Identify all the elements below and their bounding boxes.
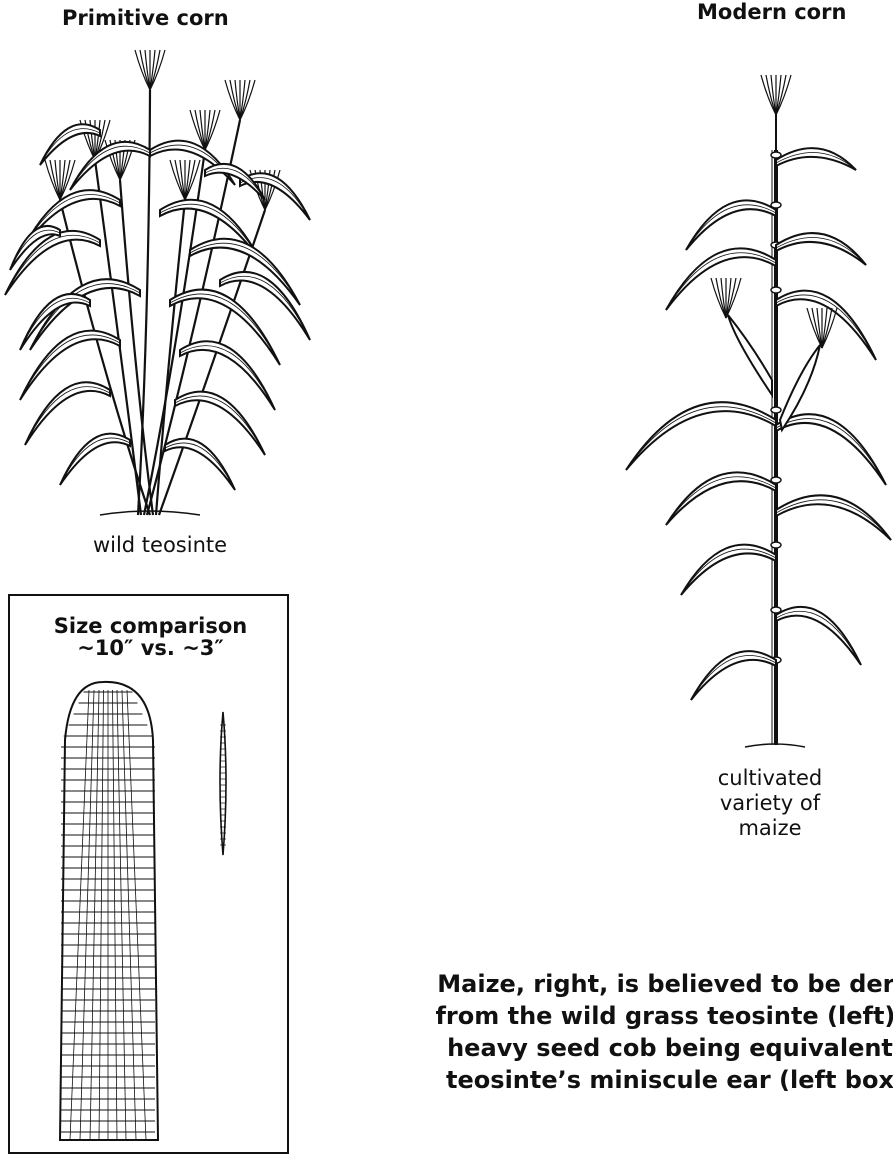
explanation-line-3: heavy seed cob being equivalent bbox=[370, 1032, 893, 1064]
teosinte-ear bbox=[220, 712, 226, 855]
explanation-text: Maize, right, is believed to be deri fro… bbox=[370, 968, 893, 1096]
explanation-line-4: teosinte’s miniscule ear (left box bbox=[370, 1064, 893, 1096]
explanation-line-1: Maize, right, is believed to be deri bbox=[370, 968, 893, 1000]
explanation-line-2: from the wild grass teosinte (left), bbox=[370, 1000, 893, 1032]
